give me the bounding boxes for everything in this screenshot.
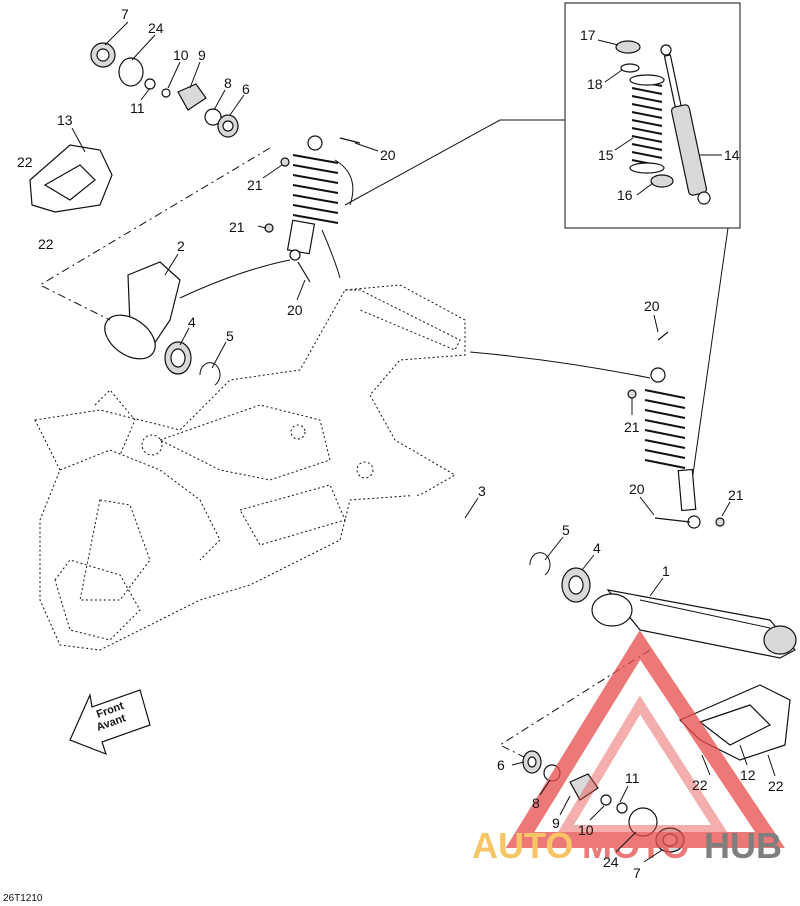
watermark-part1: AUTO [472,825,573,866]
coil-spring-inset [629,74,665,174]
assembly-line-top [38,147,271,321]
callout-14: 14 [724,147,740,163]
front-direction-arrow: Front Avant [69,689,151,756]
callout-7-top: 7 [121,6,129,22]
callout-11-top: 11 [130,100,145,116]
bolt-20-c [657,331,669,341]
callout-20-c: 20 [644,298,660,314]
callout-24-bottom: 24 [603,854,619,870]
callout-5-bottom: 5 [562,522,570,538]
nut-21-a [280,157,290,167]
nut-21-c [627,389,637,399]
circlip-5-top [199,362,221,386]
leader-lines [71,21,776,863]
callout-9-top: 9 [198,47,206,63]
callout-labels: 7 24 10 9 8 6 11 13 22 22 2 4 5 20 21 21… [17,6,784,881]
callout-20-b: 20 [287,302,303,318]
callout-17: 17 [580,27,596,43]
assembly-line-bottom [498,649,651,766]
arrow-right-shock-to-frame [469,351,651,379]
callout-22-d: 22 [768,778,784,794]
callout-9-bottom: 9 [552,815,560,831]
callout-21-a: 21 [247,177,263,193]
sleeve-2 [104,314,156,360]
callout-16: 16 [617,187,633,203]
callout-12: 12 [740,767,756,783]
callout-6-top: 6 [242,81,250,97]
callout-21-c: 21 [624,419,640,435]
callout-21-d: 21 [728,487,744,503]
callout-1: 1 [662,563,670,579]
watermark-part3: HUB [704,825,782,866]
shaft-3 [409,491,521,555]
arrow-shock-top [334,159,354,206]
callout-20-a: 20 [380,147,396,163]
guard-13-detail [43,164,96,201]
callout-4-bottom: 4 [593,540,601,556]
bolt-20-a [339,137,361,144]
bolt-20-d [654,517,691,523]
nut-21-b [264,223,274,233]
callout-11-bottom: 11 [625,770,640,786]
diagram-code: 26T1210 [3,893,43,904]
rear-shock [644,367,701,529]
bearing-4-top-inner [170,348,186,368]
front-shock-upper [286,135,339,261]
spring-seat-lower [650,174,674,188]
callout-20-d: 20 [629,481,645,497]
callout-10-bottom: 10 [578,822,594,838]
arrow-shock-to-bracket [179,259,291,299]
inset-leader-left [344,119,565,206]
watermark-part2: MOTO [582,825,689,866]
bearing-stack-top [90,42,239,138]
spring-retainer [620,63,640,73]
callout-7-bottom: 7 [633,865,641,881]
guard-12-detail [698,704,772,746]
swing-arm-1 [591,589,797,659]
callout-3: 3 [478,483,486,499]
callout-13: 13 [57,112,73,128]
circlip-5-bottom [529,552,551,576]
spring-seat-top [615,40,641,54]
callout-18: 18 [587,76,603,92]
arrow-shock-to-frame [321,229,341,279]
callout-22-b: 22 [38,236,54,252]
bearing-4-bottom-inner [568,575,584,595]
damper-inset [660,44,711,205]
callout-4-top: 4 [188,314,196,330]
inset-frame [564,2,741,229]
callout-5-top: 5 [226,328,234,344]
callout-15: 15 [598,147,614,163]
callout-8-top: 8 [224,75,232,91]
callout-2: 2 [177,238,185,254]
callout-10-top: 10 [173,47,189,63]
callout-22-a: 22 [17,154,33,170]
callout-6-bottom: 6 [497,757,505,773]
nut-21-d [715,517,725,527]
callout-21-b: 21 [229,219,245,235]
callout-24-top: 24 [148,20,164,36]
bolt-20-b [297,261,311,283]
inset-leader-right [689,227,729,496]
callout-8-bottom: 8 [532,795,540,811]
vehicle-frame [34,284,466,651]
callout-22-c: 22 [692,777,708,793]
